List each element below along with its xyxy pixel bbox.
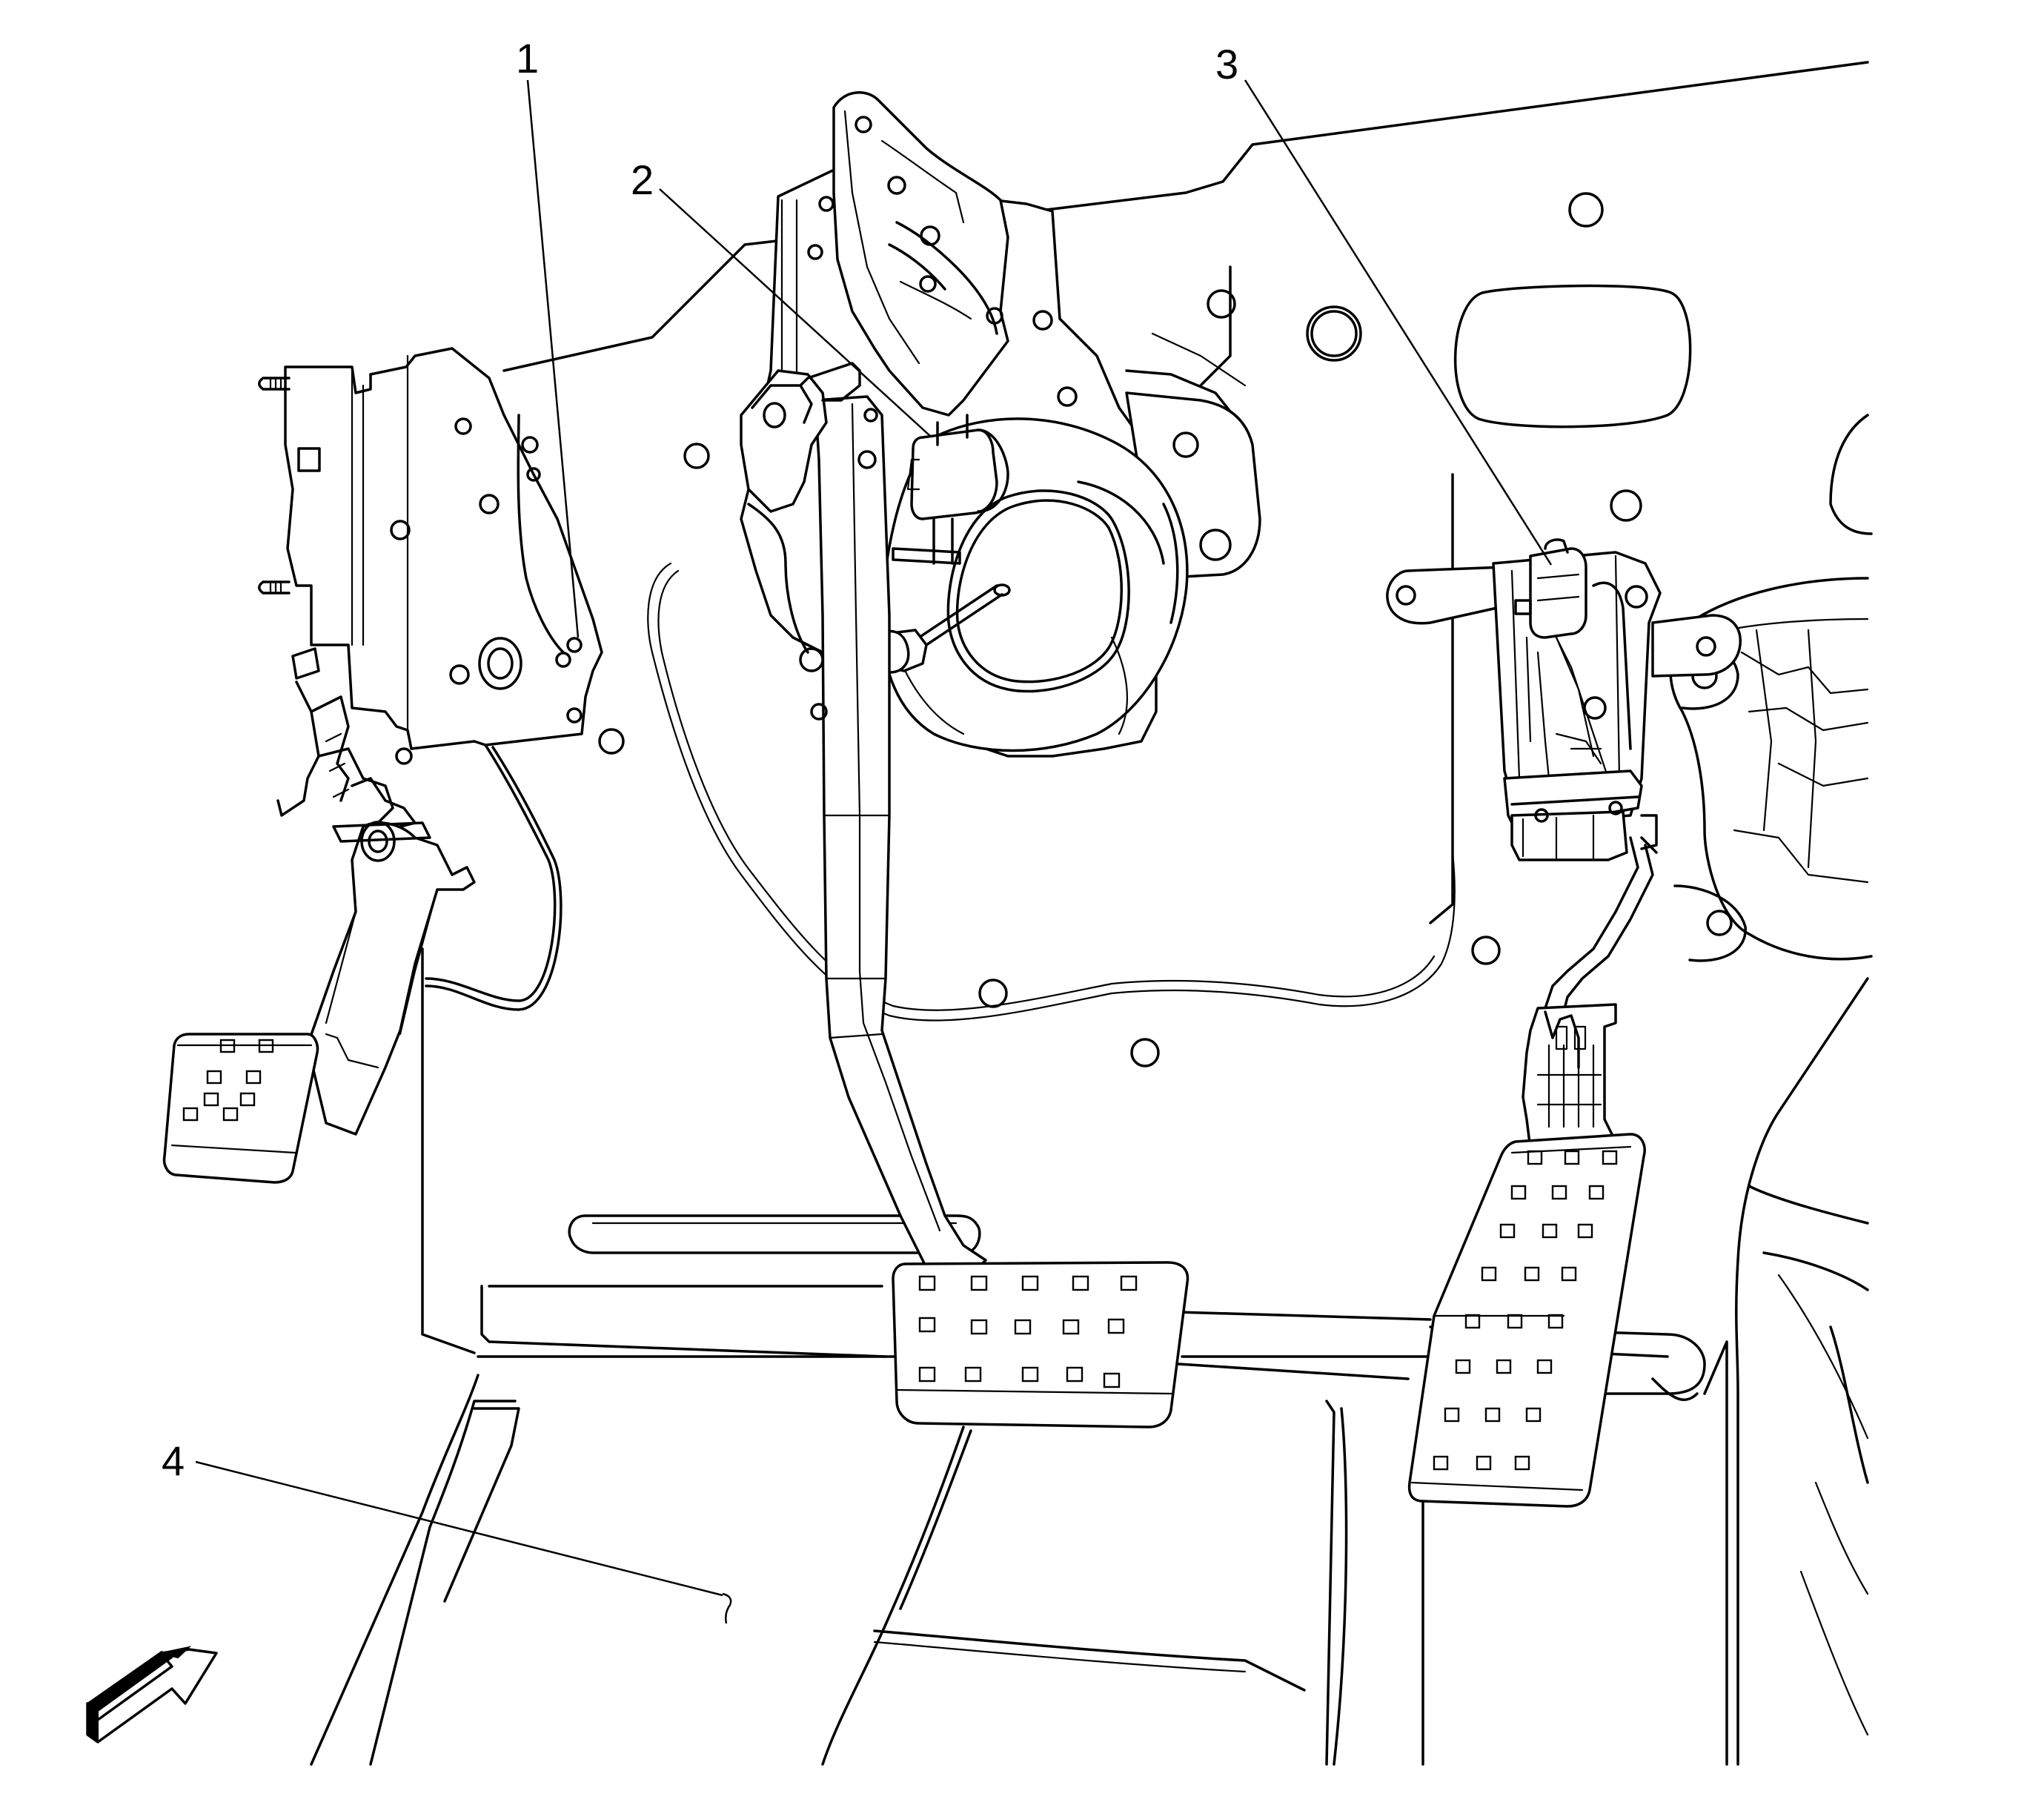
callout-3: 3: [1215, 41, 1238, 87]
leader-line-1: [526, 79, 580, 638]
brake-pad-grip-pattern: [918, 1275, 1138, 1388]
leader-line-4: [195, 1460, 723, 1597]
brake-pedal-assembly: [740, 91, 1261, 1428]
accelerator-pad-grip-pattern: [1433, 1150, 1618, 1471]
callout-4: 4: [162, 1437, 185, 1484]
leader-line-4-tip: [722, 1592, 732, 1624]
arrow-up-right-icon: [86, 1646, 218, 1744]
dash-panel: [310, 61, 1873, 1766]
parking-brake-pedal-assembly: [162, 347, 603, 1184]
callout-2: 2: [631, 156, 654, 203]
callout-labels: 1 2 3 4: [162, 35, 1238, 1484]
parking-brake-pad-grip-pattern: [182, 1039, 274, 1122]
accelerator-pedal-assembly: [1386, 538, 1742, 1508]
leader-line-2: [659, 188, 931, 437]
leader-line-3: [1244, 79, 1553, 566]
leader-lines: [195, 79, 1553, 1624]
callout-1: 1: [516, 35, 539, 82]
